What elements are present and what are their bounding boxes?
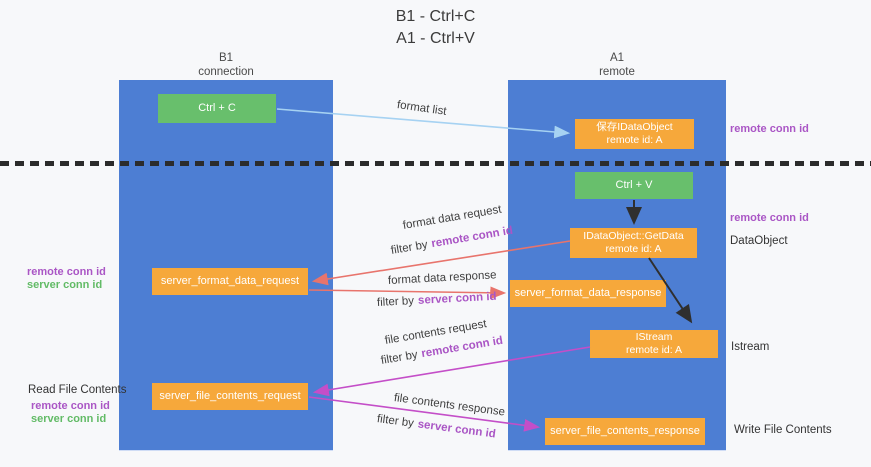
annotation-istream: Istream — [731, 341, 770, 353]
server-conn-id-highlight-1: server conn id — [417, 290, 497, 307]
node-save-idataobject: 保存IDataObject remote id: A — [575, 119, 694, 149]
remote-conn-id-highlight-1: remote conn id — [430, 224, 514, 251]
lane-header-b1: B1 connection — [119, 51, 333, 79]
annotation-write-file-contents: Write File Contents — [734, 424, 832, 436]
node-server-file-contents-request-label: server_file_contents_request — [159, 390, 301, 402]
filter-by-text-3: filter by — [380, 348, 419, 367]
node-server-format-data-request: server_format_data_request — [152, 268, 308, 295]
annotation-conn-ids-file: remote conn id server conn id — [31, 400, 110, 426]
lane-a1-name: A1 — [609, 52, 625, 64]
server-conn-id-highlight-2: server conn id — [416, 418, 497, 441]
edge-label-format-data-response: format data response — [387, 269, 497, 287]
lane-b1-name: B1 — [218, 52, 234, 64]
node-server-format-data-response-label: server_format_data_response — [514, 287, 662, 299]
title-line-1: B1 - Ctrl+C — [395, 8, 476, 25]
node-ctrl-c-label: Ctrl + C — [198, 102, 236, 114]
phase-divider-dashed-line — [0, 161, 871, 166]
node-save-idataobject-title: 保存IDataObject — [596, 121, 673, 133]
filter-by-text-1: filter by — [390, 238, 429, 257]
annotation-conn-ids-format: remote conn id server conn id — [27, 266, 106, 292]
node-server-file-contents-request: server_file_contents_request — [152, 383, 308, 410]
lane-b1-role: connection — [198, 66, 254, 78]
node-ctrl-v-label: Ctrl + V — [615, 179, 653, 191]
node-istream-subtitle: remote id: A — [625, 344, 683, 356]
title-line-2: A1 - Ctrl+V — [396, 30, 475, 47]
filter-by-text-4: filter by — [376, 413, 415, 430]
annotation-remote-conn-id-left-1: remote conn id — [27, 266, 106, 278]
edge-label-file-contents-response: file contents response — [393, 392, 506, 419]
node-istream: IStream remote id: A — [590, 330, 718, 358]
node-ctrl-v: Ctrl + V — [575, 172, 693, 199]
annotation-remote-conn-id-top-right: remote conn id — [730, 123, 809, 135]
node-getdata-title: IDataObject::GetData — [583, 230, 684, 242]
annotation-read-file-contents: Read File Contents — [28, 384, 127, 396]
diagram-title: B1 - Ctrl+C A1 - Ctrl+V — [0, 6, 871, 50]
node-ctrl-c: Ctrl + C — [158, 94, 276, 123]
node-server-file-contents-response: server_file_contents_response — [545, 418, 705, 445]
annotation-server-conn-id-left-1: server conn id — [27, 279, 103, 291]
lane-a1-role: remote — [599, 66, 635, 78]
node-server-format-data-response: server_format_data_response — [510, 280, 666, 307]
annotation-server-conn-id-left-2: server conn id — [31, 413, 107, 425]
node-server-file-contents-response-label: server_file_contents_response — [550, 425, 700, 437]
node-server-format-data-request-label: server_format_data_request — [160, 275, 300, 287]
filter-by-text-2: filter by — [376, 295, 415, 309]
annotation-dataobject: DataObject — [730, 235, 788, 247]
lane-header-a1: A1 remote — [508, 51, 726, 79]
node-getdata-subtitle: remote id: A — [605, 243, 662, 255]
node-idataobject-getdata: IDataObject::GetData remote id: A — [570, 228, 697, 258]
annotation-remote-conn-id-mid-right: remote conn id — [730, 212, 809, 224]
node-save-idataobject-subtitle: remote id: A — [606, 134, 663, 146]
edge-label-format-list: format list — [396, 99, 448, 118]
node-istream-title: IStream — [635, 331, 673, 343]
annotation-remote-conn-id-left-2: remote conn id — [31, 400, 110, 412]
